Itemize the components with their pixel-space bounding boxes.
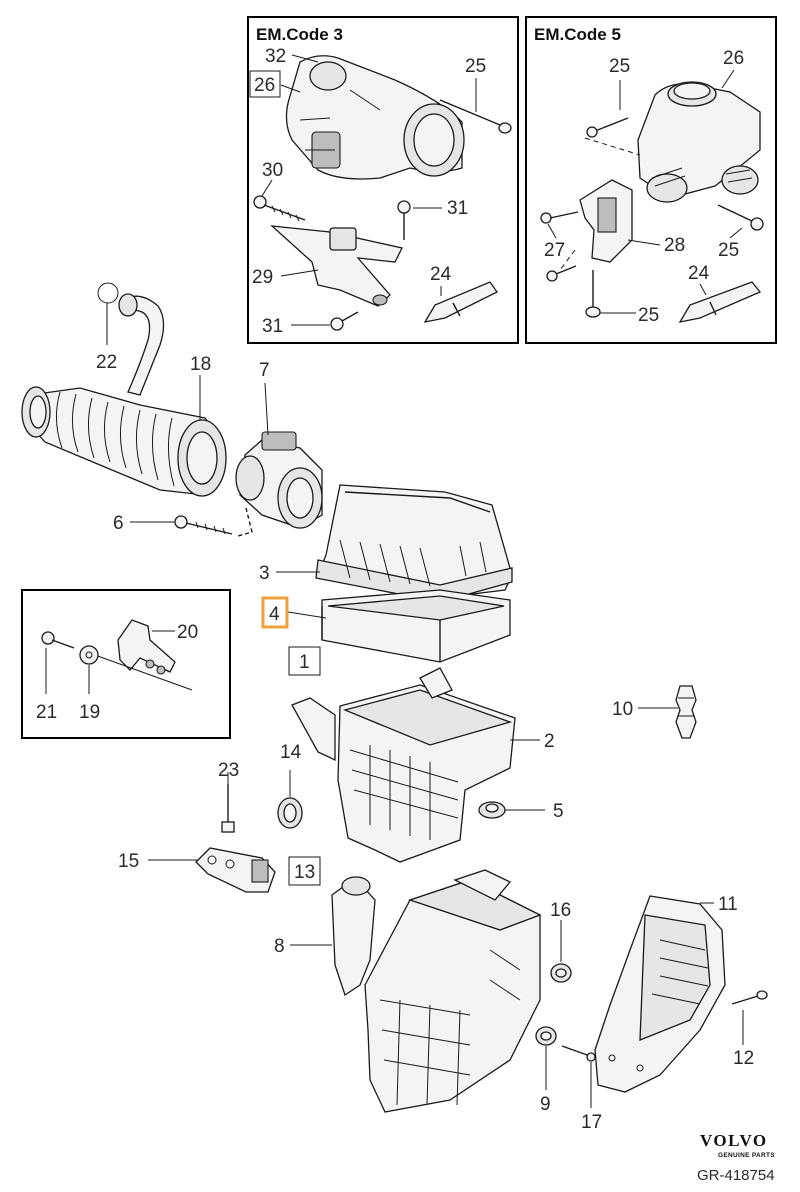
- bolt-icon: [546, 265, 577, 282]
- callout-box-13: [288, 856, 321, 886]
- air-cleaner-cover-icon: [315, 484, 513, 603]
- callout-24: 24: [688, 263, 710, 284]
- callout-8: 8: [274, 936, 285, 957]
- bolt-icon: [585, 270, 601, 318]
- callout-25: 25: [638, 305, 659, 326]
- bracket-icon: [195, 847, 276, 893]
- sensor-icon: [117, 619, 176, 675]
- callout-21: 21: [36, 702, 57, 723]
- callout-26: 26: [254, 75, 275, 96]
- seal-ring-icon: [277, 797, 303, 829]
- callout-4: 4: [269, 604, 280, 625]
- callout-25: 25: [609, 56, 630, 77]
- screw-icon: [397, 200, 411, 240]
- callout-box-1: [288, 646, 321, 676]
- bracket-icon: [270, 225, 403, 307]
- callout-11: 11: [718, 894, 738, 915]
- grommet-icon: [97, 282, 119, 304]
- bolt-icon: [439, 99, 512, 134]
- callout-7: 7: [259, 360, 270, 381]
- callout-23: 23: [218, 760, 239, 781]
- callout-10: 10: [612, 699, 633, 720]
- bracket-icon: [579, 179, 633, 263]
- callout-26: 26: [723, 48, 744, 69]
- brand-tagline: GENUINE PARTS: [718, 1152, 775, 1159]
- callout-3: 3: [259, 563, 270, 584]
- callout-27: 27: [544, 240, 565, 261]
- callout-31: 31: [262, 316, 283, 337]
- washer-icon: [79, 645, 99, 665]
- bolt-icon: [731, 990, 768, 1005]
- housing-cover-icon: [594, 895, 726, 1093]
- callout-24: 24: [430, 264, 452, 285]
- callout-6: 6: [113, 513, 124, 534]
- screw-icon: [330, 311, 359, 331]
- bolt-icon: [540, 211, 579, 224]
- callout-16: 16: [550, 900, 571, 921]
- inset-frame-code-3: [247, 16, 519, 344]
- air-cleaner-housing-icon: [291, 667, 516, 863]
- callout-13: 13: [294, 862, 315, 883]
- callout-9: 9: [540, 1094, 551, 1115]
- callout-box-4-highlight: [261, 596, 289, 629]
- air-mass-meter-icon: [235, 431, 323, 537]
- screw-icon: [221, 784, 235, 833]
- throttle-body-icon: [285, 55, 465, 180]
- callout-1: 1: [299, 652, 310, 673]
- inset-title-code-5: EM.Code 5: [534, 25, 621, 44]
- callout-14: 14: [280, 742, 302, 763]
- grommet-icon: [478, 801, 506, 819]
- screw-icon: [41, 631, 75, 649]
- stud-icon: [678, 281, 762, 323]
- callout-box-26: [249, 70, 281, 98]
- inset-em-code-5: EM.Code 5: [525, 16, 777, 344]
- intake-hose-icon: [21, 386, 227, 497]
- inset-sensor: 20 21 19: [21, 589, 231, 739]
- callout-22: 22: [96, 352, 117, 373]
- push-clip-icon: [675, 685, 697, 739]
- bolt-icon: [586, 117, 629, 138]
- callout-18: 18: [190, 354, 211, 375]
- intake-manifold-icon: [637, 81, 761, 203]
- inset-em-code-3: EM.Code 3: [247, 16, 519, 344]
- callout-32: 32: [265, 46, 286, 67]
- callout-28: 28: [664, 235, 685, 256]
- callout-20: 20: [177, 622, 198, 643]
- breather-hose-icon: [118, 293, 165, 396]
- callout-5: 5: [553, 801, 564, 822]
- inset-frame-sensor: [21, 589, 231, 739]
- stud-icon: [423, 281, 498, 323]
- callout-19: 19: [79, 702, 100, 723]
- screw-icon: [561, 1045, 596, 1062]
- callout-17: 17: [581, 1112, 602, 1133]
- volvo-logo: VOLVO: [700, 1131, 768, 1150]
- callout-25: 25: [465, 56, 486, 77]
- callout-29: 29: [252, 267, 273, 288]
- inset-title-code-3: EM.Code 3: [256, 25, 343, 44]
- callout-12: 12: [733, 1048, 754, 1069]
- bolt-icon: [253, 195, 306, 222]
- bolt-icon: [717, 204, 764, 231]
- inset-frame-code-5: [525, 16, 777, 344]
- diagram-reference: GR-418754: [697, 1167, 775, 1184]
- air-filter-icon: [321, 589, 511, 663]
- callout-25: 25: [718, 240, 739, 261]
- callout-2: 2: [544, 731, 555, 752]
- callout-30: 30: [262, 160, 283, 181]
- grommet-icon: [535, 1026, 557, 1046]
- grommet-icon: [550, 963, 572, 983]
- resonator-icon: [331, 869, 542, 1113]
- callout-31: 31: [447, 198, 468, 219]
- brand-block: VOLVO GENUINE PARTS GR-418754: [697, 1131, 775, 1184]
- screw-icon: [174, 515, 233, 535]
- callout-15: 15: [118, 851, 139, 872]
